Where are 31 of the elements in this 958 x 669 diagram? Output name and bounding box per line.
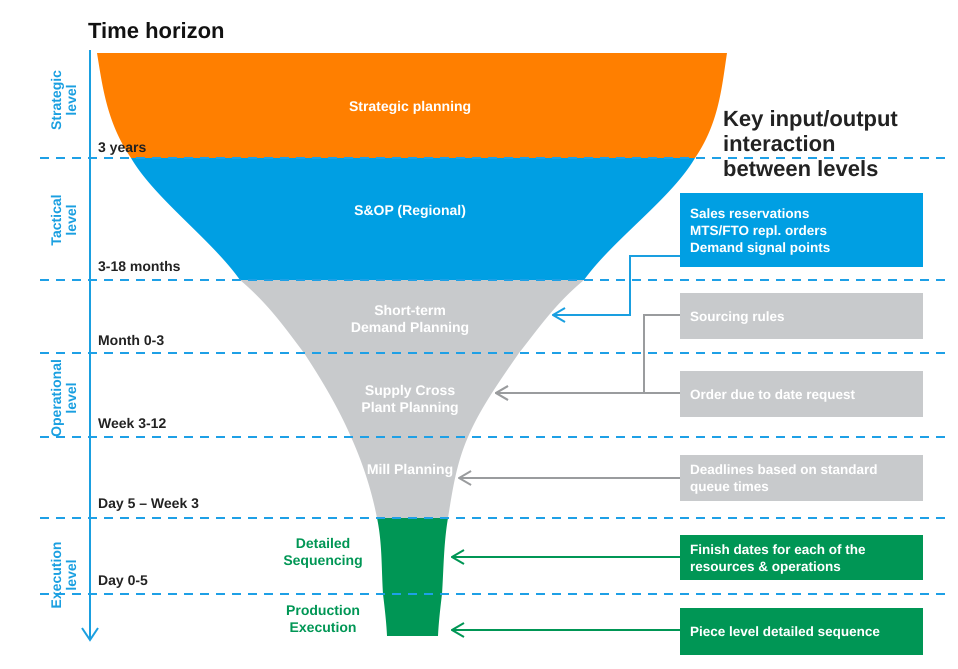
- band-label: Strategic planning: [348, 98, 472, 115]
- box-text: Sales reservations: [690, 204, 810, 222]
- band-label: Detailed Sequencing: [282, 535, 364, 569]
- box-text: MTS/FTO repl. orders: [690, 222, 828, 238]
- level-label: Strategic level: [49, 69, 79, 132]
- input-box: [680, 608, 923, 655]
- level-label: Execution level: [49, 540, 79, 610]
- input-box: [680, 535, 923, 580]
- input-box: [680, 293, 923, 339]
- input-box: [680, 371, 923, 417]
- input-box: [680, 193, 923, 267]
- heading: Key input/output interaction between levels: [723, 106, 899, 181]
- time-label: Day 0-5: [98, 572, 148, 588]
- arrow: [451, 622, 680, 638]
- level-label: Operational level: [49, 358, 79, 438]
- box-text: Finish dates for each of the resources & operations: [690, 540, 867, 574]
- band-label: Production Execution: [285, 602, 361, 636]
- input-box: [680, 455, 923, 501]
- arrow: [494, 385, 680, 401]
- level-label: Tactical level: [49, 193, 79, 248]
- band-label: S&OP (Regional): [353, 202, 467, 219]
- time-label: Week 3-12: [98, 415, 166, 431]
- box-text: Piece level detailed sequence: [690, 623, 881, 640]
- arrow: [552, 255, 680, 323]
- arrow: [458, 470, 680, 486]
- time-label: Day 5 – Week 3: [98, 495, 199, 511]
- time-label: Month 0-3: [98, 332, 164, 348]
- box-text: Demand signal points: [690, 238, 832, 256]
- time-label: 3-18 months: [98, 258, 180, 274]
- arrow: [451, 549, 680, 565]
- heading: Time horizon: [88, 18, 224, 44]
